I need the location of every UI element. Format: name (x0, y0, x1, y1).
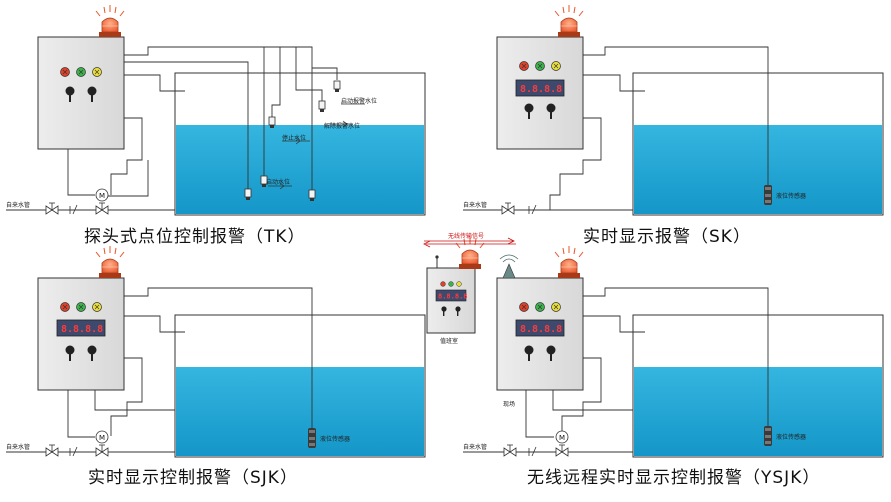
duty-room-unit: 8.8.8.8 值班室 无线传输信号 (423, 232, 516, 345)
sk-digital-display (515, 79, 565, 97)
ysjk-gate-valve-icon (555, 444, 569, 457)
sjk-water (176, 367, 424, 456)
ysjk-digital-display (515, 319, 565, 337)
tk-stop-level-label: 停止水位 (282, 134, 306, 142)
sk-tap-water-label: 自来水管 (463, 201, 487, 209)
sjk-gate-valve-icon (95, 444, 109, 457)
ysjk-wires (525, 287, 769, 438)
sjk-level-sensor-icon (308, 428, 316, 448)
caption-sk: 实时显示报警（SK） (583, 227, 751, 247)
ysjk-gate-valve-icon (503, 444, 517, 457)
duty-room-label: 值班室 (440, 337, 458, 345)
ysjk-level-sensor-icon (764, 426, 772, 446)
caption-sjk: 实时显示控制报警（SJK） (88, 468, 298, 488)
duty-display-value: 8.8.8.8 (438, 293, 468, 301)
duty-digital-display (435, 289, 467, 302)
wireless-signal-label: 无线传输信号 (448, 232, 484, 240)
ysjk-site-label: 现场 (503, 400, 515, 408)
sk-gate-valve-icon (501, 202, 515, 215)
duty-lamp-red-icon (440, 281, 446, 287)
ysjk-check-valve-icon (528, 446, 540, 457)
sjk-system: 8.8.8.8 液位传感器 自来水管 实时显示控制报警（SJK） (6, 245, 426, 488)
duty-antenna-icon (435, 255, 439, 259)
sk-indicator-lamps-icon (519, 61, 561, 71)
duty-lamp-green-icon (448, 281, 454, 287)
ysjk-system: 8.8.8.8 现场 液位传感器 自来水管 无线远程实时显示控制报警（YSJK） (463, 245, 884, 488)
duty-alarm-beacon-icon (455, 236, 485, 270)
sk-system: 8.8.8.8 液位传感器 自来水管 实时显示报警（SK） (463, 4, 884, 247)
tk-water (176, 125, 424, 214)
ysjk-pump-motor-icon (555, 430, 569, 444)
tk-gate-valve-icon (45, 202, 59, 215)
tk-wires (67, 46, 338, 197)
sjk-gate-valve-icon (45, 444, 59, 457)
sk-display-value: 8.8.8.8 (520, 84, 562, 95)
tk-start-alarm-label: 启动报警水位 (341, 97, 377, 105)
sjk-wires (67, 287, 313, 438)
caption-ysjk: 无线远程实时显示控制报警（YSJK） (527, 468, 820, 488)
ysjk-water (634, 367, 882, 456)
sk-check-valve-icon (528, 204, 540, 215)
sk-level-sensor-icon (764, 185, 772, 205)
tk-gate-valve-icon (95, 202, 109, 215)
sjk-sensor-label: 液位传感器 (320, 435, 350, 443)
tk-system: 启动报警水位 解除报警水位 停止水位 启动水位 自来水管 探头式点位控制报警（T… (6, 4, 426, 247)
tk-pump-motor-icon (95, 188, 109, 202)
sk-water (634, 125, 882, 214)
ysjk-alarm-beacon-icon (554, 245, 584, 279)
tk-release-alarm-label: 解除报警水位 (324, 122, 360, 130)
duty-knob-icon (441, 306, 447, 312)
ysjk-sensor-label: 液位传感器 (776, 433, 806, 441)
tk-cabinet (37, 36, 125, 150)
sk-alarm-beacon-icon (554, 4, 584, 38)
sk-sensor-label: 液位传感器 (776, 192, 806, 200)
sjk-alarm-beacon-icon (95, 245, 125, 279)
ysjk-display-value: 8.8.8.8 (520, 324, 562, 335)
sjk-display-value: 8.8.8.8 (61, 324, 103, 335)
sjk-pump-motor-icon (95, 430, 109, 444)
tk-level-marks (268, 103, 365, 190)
sk-wires (549, 46, 769, 210)
ysjk-antenna-icon (499, 254, 519, 279)
sjk-tap-water-label: 自来水管 (6, 443, 30, 451)
tk-alarm-beacon-icon (95, 4, 125, 38)
sjk-check-valve-icon (69, 446, 81, 457)
sjk-digital-display (56, 319, 106, 337)
duty-knob-icon (455, 306, 461, 312)
tk-tap-water-label: 自来水管 (6, 201, 30, 209)
tk-indicator-lamps-icon (60, 67, 102, 77)
ysjk-indicator-lamps-icon (519, 302, 561, 312)
sjk-indicator-lamps-icon (60, 302, 102, 312)
tk-start-level-label: 启动水位 (266, 178, 290, 186)
caption-tk: 探头式点位控制报警（TK） (84, 227, 306, 247)
wireless-arrows (423, 237, 516, 248)
duty-lamp-yellow-icon (456, 281, 462, 287)
ysjk-tap-water-label: 自来水管 (463, 443, 487, 451)
tk-check-valve-icon (69, 204, 81, 215)
